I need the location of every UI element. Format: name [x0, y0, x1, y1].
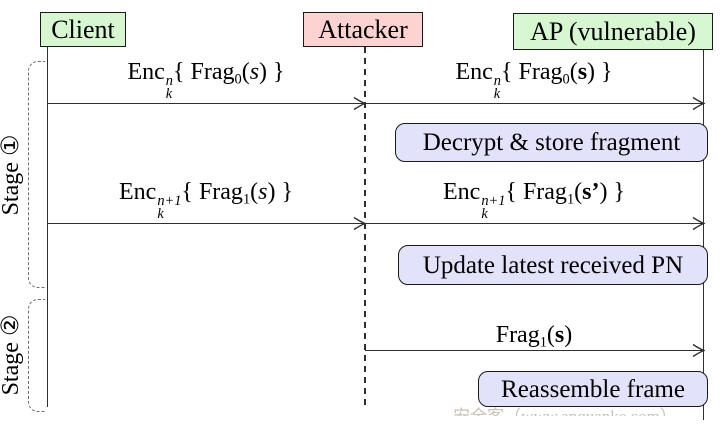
- action-box-decrypt-store-fragment: Decrypt & store fragment: [395, 123, 708, 162]
- attacker-actor-label: Attacker: [318, 14, 408, 44]
- stage1-bracket: [28, 61, 45, 288]
- attacker-lifeline: [364, 47, 366, 408]
- stage2-bracket: [28, 299, 45, 412]
- arrowhead-icon: [692, 216, 705, 231]
- action-box-update-latest-received-pn: Update latest received PN: [398, 245, 708, 285]
- client-lifeline: [47, 47, 48, 407]
- arrowhead-icon: [692, 343, 705, 358]
- attacker-actor-box: Attacker: [303, 12, 423, 47]
- action-box-reassemble-frame: Reassemble frame: [478, 371, 708, 407]
- ap-actor-box: AP (vulnerable): [513, 13, 713, 50]
- message2-arrow-attacker-to-ap: [365, 216, 705, 231]
- stage1-label: Stage ①: [0, 134, 24, 216]
- message2-arrow-client-to-attacker: [48, 216, 366, 231]
- message1-arrow-client-to-attacker: [48, 96, 366, 111]
- ap-actor-label: AP (vulnerable): [530, 16, 696, 46]
- action-label: Decrypt & store fragment: [422, 129, 681, 156]
- client-actor-box: Client: [40, 12, 126, 47]
- client-actor-label: Client: [51, 14, 115, 44]
- action-label: Reassemble frame: [501, 375, 685, 403]
- message3-label: Frag1(s): [495, 321, 573, 351]
- message3-arrow-attacker-to-ap: [365, 343, 705, 358]
- watermark-text: 安全客（www.anquanke.com）: [420, 407, 710, 416]
- stage2-label: Stage ②: [0, 314, 24, 396]
- action-label: Update latest received PN: [422, 251, 684, 279]
- arrowhead-icon: [692, 96, 705, 111]
- message1-arrow-attacker-to-ap: [365, 96, 705, 111]
- ap-lifeline: [703, 50, 704, 420]
